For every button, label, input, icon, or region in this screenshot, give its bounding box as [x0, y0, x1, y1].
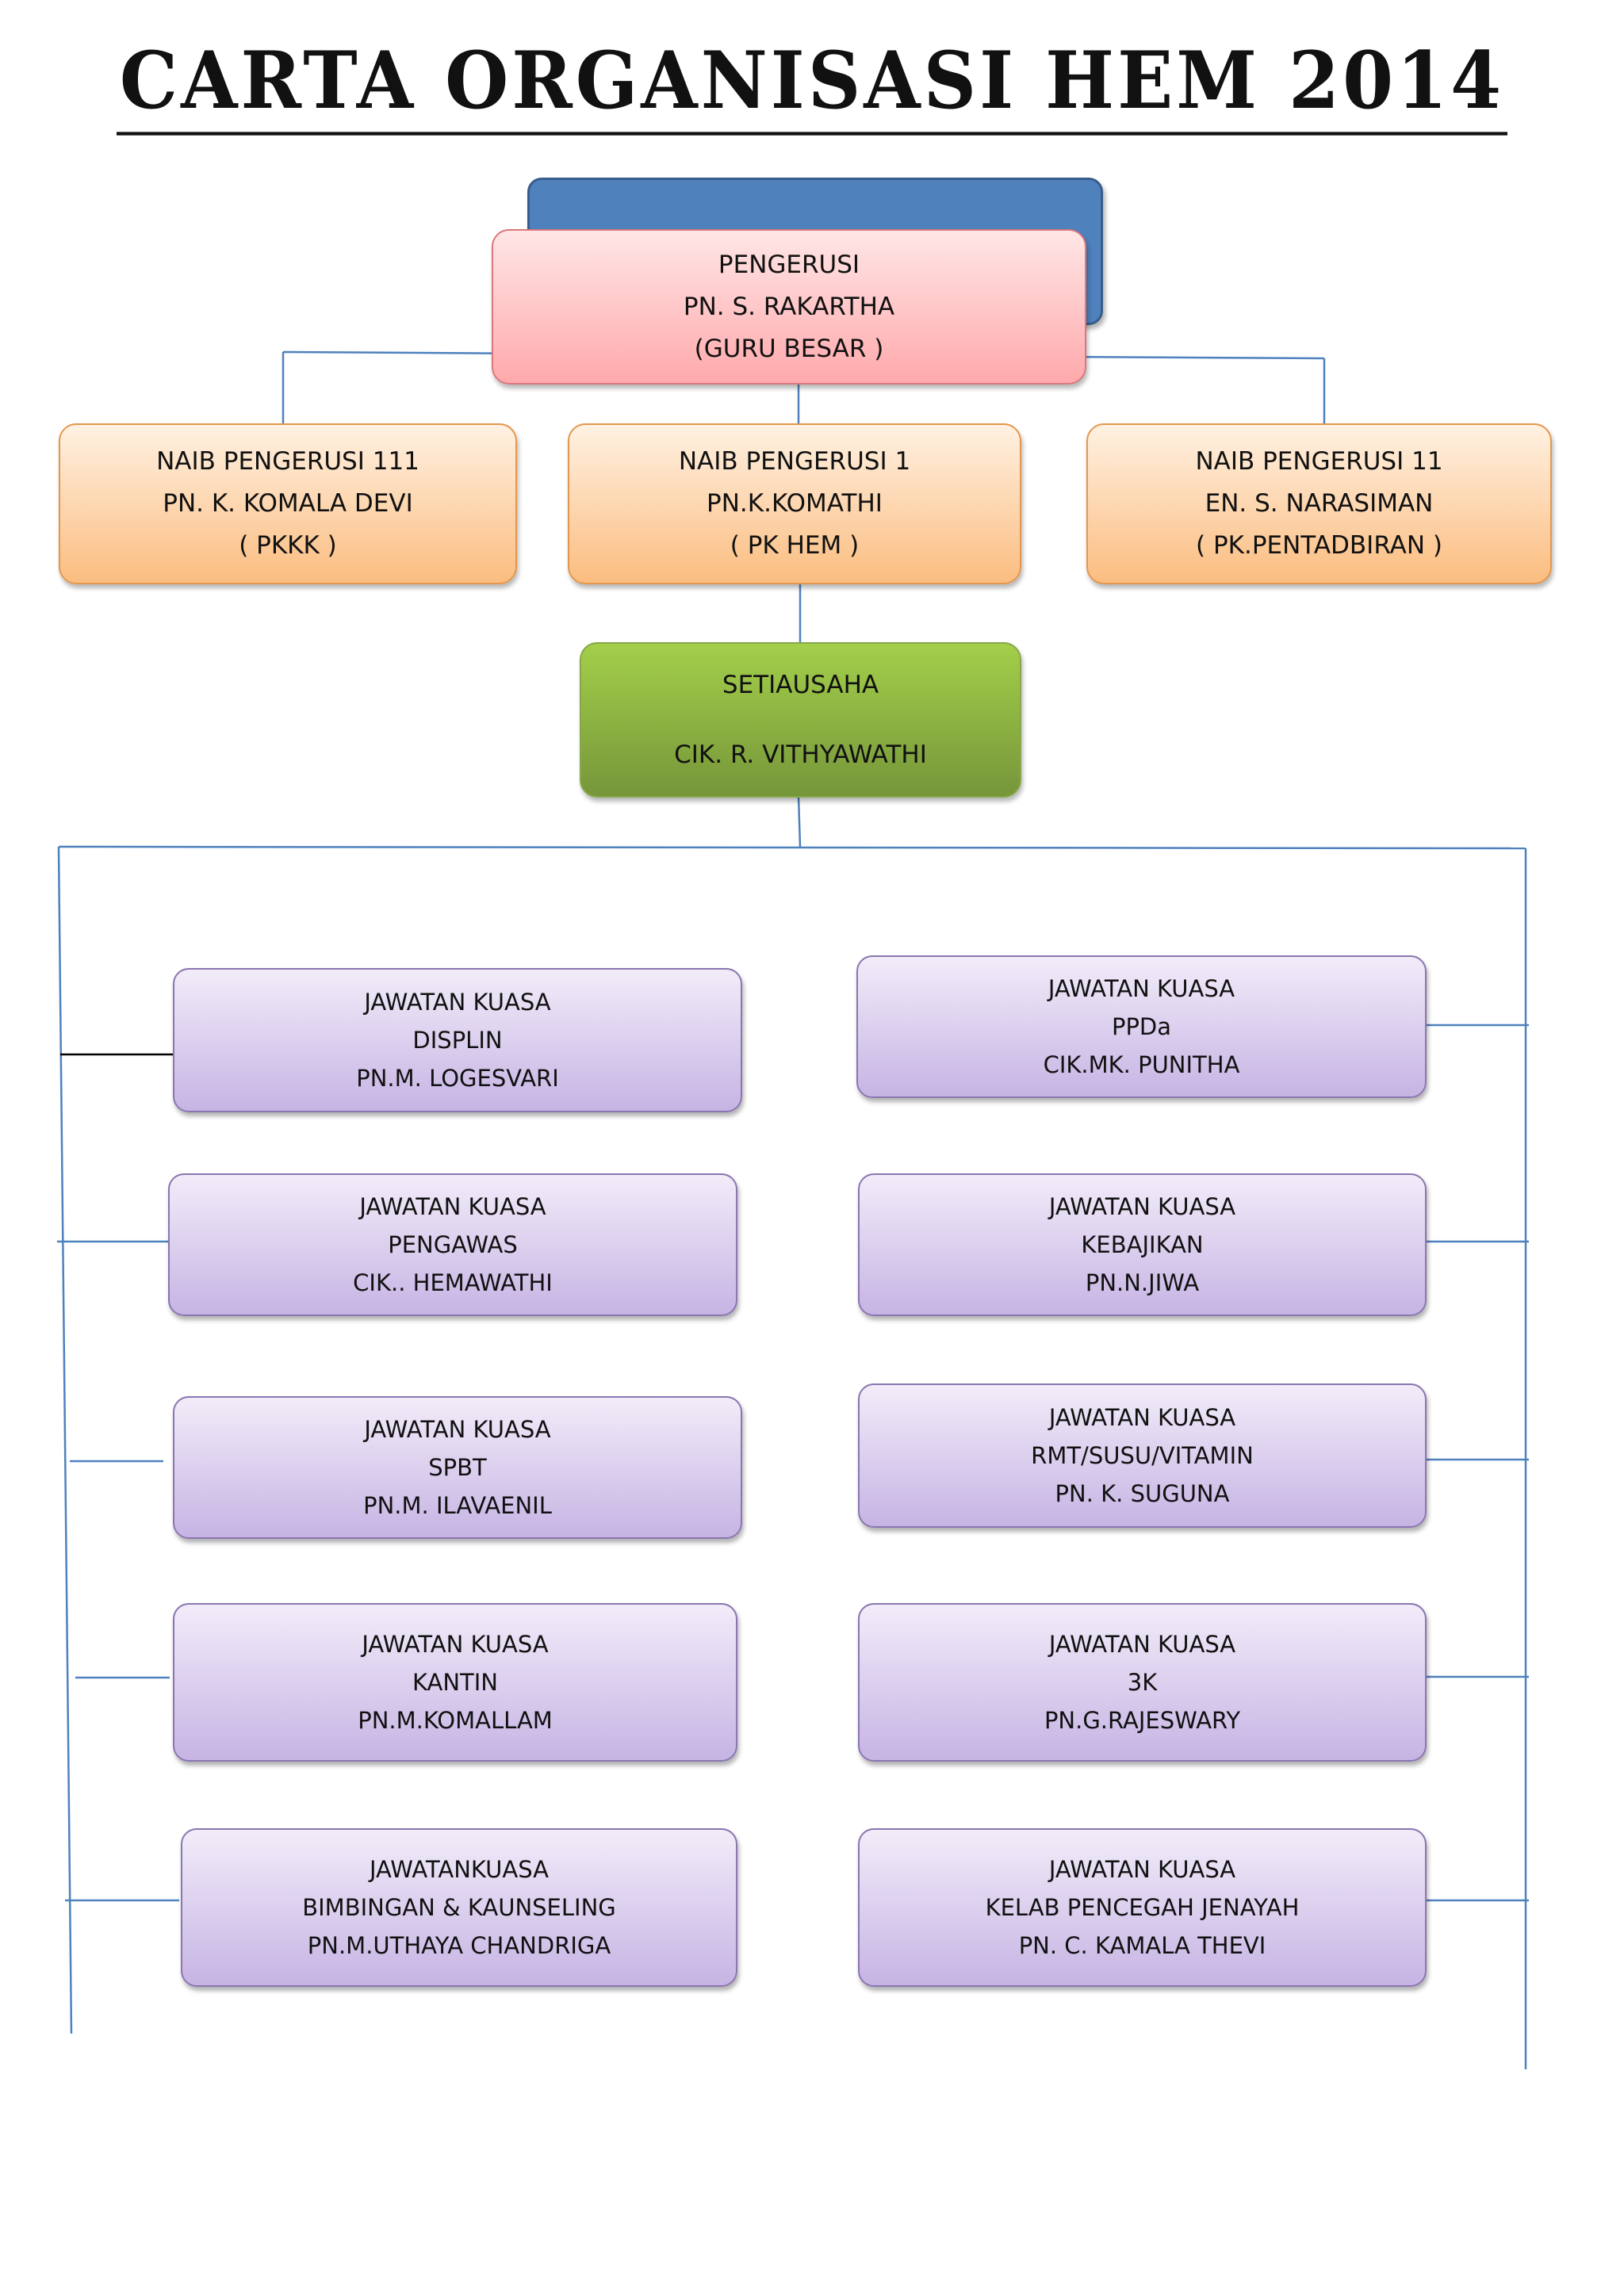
committee-box-spbt: JAWATAN KUASA SPBT PN.M. ILAVAENIL	[173, 1396, 742, 1539]
vice-chair-name: EN. S. NARASIMAN	[1205, 489, 1434, 518]
committee-line1: JAWATANKUASA	[369, 1856, 550, 1883]
committee-box-displin: JAWATAN KUASA DISPLIN PN.M. LOGESVARI	[173, 968, 742, 1112]
committee-line3: PN.N.JIWA	[1085, 1269, 1200, 1296]
committee-line3: CIK.MK. PUNITHA	[1043, 1051, 1240, 1078]
committee-box-kebajikan: JAWATAN KUASA KEBAJIKAN PN.N.JIWA	[858, 1173, 1427, 1316]
committee-line2: PENGAWAS	[388, 1231, 518, 1258]
committee-line1: JAWATAN KUASA	[1048, 1193, 1236, 1220]
committee-box-kantin: JAWATAN KUASA KANTIN PN.M.KOMALLAM	[173, 1603, 737, 1762]
committee-box-bimbingan: JAWATANKUASA BIMBINGAN & KAUNSELING PN.M…	[181, 1828, 737, 1987]
committee-line2: DISPLIN	[412, 1027, 503, 1054]
vice-chair-post: ( PK HEM )	[730, 531, 860, 560]
committee-line2: RMT/SUSU/VITAMIN	[1031, 1442, 1254, 1469]
vice-chair-role: NAIB PENGERUSI 111	[156, 447, 419, 476]
secretary-role: SETIAUSAHA	[722, 671, 879, 699]
committee-line1: JAWATAN KUASA	[1048, 1631, 1236, 1658]
committee-line3: PN.M. LOGESVARI	[356, 1065, 559, 1092]
committee-line3: PN.M.UTHAYA CHANDRIGA	[307, 1932, 611, 1959]
committee-line3: PN. C. KAMALA THEVI	[1018, 1932, 1266, 1959]
committee-line2: KANTIN	[412, 1669, 498, 1696]
committee-line2: 3K	[1127, 1669, 1158, 1696]
committee-box-rmt: JAWATAN KUASA RMT/SUSU/VITAMIN PN. K. SU…	[858, 1383, 1427, 1528]
committee-line1: JAWATAN KUASA	[364, 989, 551, 1016]
committee-line3: PN.M.KOMALLAM	[358, 1707, 553, 1734]
secretary-box: SETIAUSAHA CIK. R. VITHYAWATHI	[580, 642, 1021, 798]
chart-title-text: CARTA ORGANISASI HEM 2014	[116, 34, 1508, 136]
committee-box-ppda: JAWATAN KUASA PPDa CIK.MK. PUNITHA	[856, 955, 1427, 1098]
committee-line1: JAWATAN KUASA	[1048, 975, 1235, 1002]
chair-box: PENGERUSI PN. S. RAKARTHA (GURU BESAR )	[492, 229, 1086, 385]
committee-line1: JAWATAN KUASA	[1048, 1404, 1236, 1431]
chair-name: PN. S. RAKARTHA	[683, 292, 895, 321]
committee-line1: JAWATAN KUASA	[364, 1416, 551, 1443]
committee-line2: BIMBINGAN & KAUNSELING	[302, 1894, 616, 1921]
vice-chair-role: NAIB PENGERUSI 11	[1195, 447, 1443, 476]
committee-line3: PN.G.RAJESWARY	[1044, 1707, 1241, 1734]
committee-line3: PN. K. SUGUNA	[1055, 1480, 1230, 1507]
vice-chair-box-11: NAIB PENGERUSI 11 EN. S. NARASIMAN ( PK.…	[1086, 423, 1552, 584]
committee-line1: JAWATAN KUASA	[1048, 1856, 1236, 1883]
vice-chair-post: ( PKKK )	[239, 531, 337, 560]
secretary-name: CIK. R. VITHYAWATHI	[674, 740, 927, 769]
vice-chair-role: NAIB PENGERUSI 1	[678, 447, 911, 476]
vice-chair-name: PN. K. KOMALA DEVI	[163, 489, 413, 518]
vice-chair-post: ( PK.PENTADBIRAN )	[1196, 531, 1442, 560]
committee-box-pengawas: JAWATAN KUASA PENGAWAS CIK.. HEMAWATHI	[168, 1173, 737, 1316]
committee-line3: PN.M. ILAVAENIL	[363, 1492, 552, 1519]
committee-line2: PPDa	[1111, 1013, 1172, 1040]
vice-chair-box-1: NAIB PENGERUSI 1 PN.K.KOMATHI ( PK HEM )	[568, 423, 1021, 584]
committee-box-3k: JAWATAN KUASA 3K PN.G.RAJESWARY	[858, 1603, 1427, 1762]
chair-post: (GURU BESAR )	[694, 334, 884, 363]
chair-role: PENGERUSI	[718, 250, 860, 279]
committee-line1: JAWATAN KUASA	[359, 1193, 546, 1220]
vice-chair-box-111: NAIB PENGERUSI 111 PN. K. KOMALA DEVI ( …	[59, 423, 517, 584]
committee-line3: CIK.. HEMAWATHI	[353, 1269, 553, 1296]
committee-line2: KELAB PENCEGAH JENAYAH	[985, 1894, 1300, 1921]
committee-line2: KEBAJIKAN	[1081, 1231, 1204, 1258]
committee-line2: SPBT	[428, 1454, 487, 1481]
vice-chair-name: PN.K.KOMATHI	[707, 489, 883, 518]
committee-line1: JAWATAN KUASA	[362, 1631, 549, 1658]
committee-box-kelab-pencegah: JAWATAN KUASA KELAB PENCEGAH JENAYAH PN.…	[858, 1828, 1427, 1987]
chart-title: CARTA ORGANISASI HEM 2014	[0, 34, 1624, 136]
